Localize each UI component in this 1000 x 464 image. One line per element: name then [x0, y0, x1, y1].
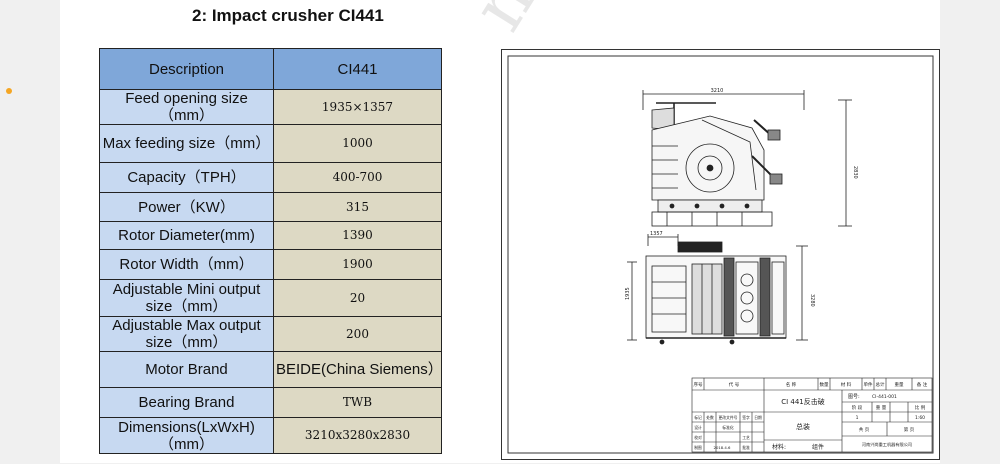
row-sign: 签字 — [742, 415, 750, 420]
spec-label: Rotor Width（mm） — [99, 249, 274, 280]
engineering-drawing: 3210 2830 — [501, 49, 940, 460]
spec-value: 1000 — [273, 124, 442, 163]
spec-table-row: Rotor Width（mm）1900 — [99, 249, 442, 280]
row-standard: 标准化 — [722, 425, 734, 430]
spec-label: Adjustable Max output size（mm） — [99, 316, 274, 352]
weight-label: 重 量 — [876, 404, 887, 411]
header-model: CI441 — [273, 48, 442, 90]
scale-value: 1:60 — [915, 415, 925, 421]
ratio-label: 比 例 — [915, 404, 926, 411]
spec-label: Capacity（TPH） — [99, 162, 274, 193]
spec-value: BEIDE(China Siemens） — [273, 351, 442, 388]
material-value: 组件 — [812, 443, 824, 451]
spec-label: Rotor Diameter(mm) — [99, 221, 274, 250]
dim-plan-right: 3280 — [809, 294, 815, 307]
dim-plan-top: 1357 — [650, 231, 663, 237]
side-elevation-view — [642, 90, 852, 227]
hdr-no: 序号 — [694, 381, 703, 388]
part-name: CI 441反击破 — [781, 397, 825, 406]
header-description: Description — [99, 48, 274, 90]
row-draw: 制图 — [694, 445, 702, 450]
hdr-weight: 重量 — [895, 381, 904, 388]
spec-label: Max feeding size（mm） — [99, 124, 274, 163]
drawing-no-label: 图号: — [848, 394, 860, 400]
row-check: 校对 — [694, 435, 702, 440]
row-design: 设计 — [694, 425, 702, 430]
spec-value: 1390 — [273, 221, 442, 250]
material-label: 材料: — [772, 443, 786, 451]
spec-table-row: Adjustable Mini output size（mm）20 — [99, 279, 442, 317]
spec-table-row: Capacity（TPH）400-700 — [99, 162, 442, 193]
dim-top-width: 3210 — [711, 88, 724, 94]
company-name: 河南兴岗重工机器有限公司 — [862, 441, 912, 448]
hdr-code: 代 号 — [729, 381, 740, 388]
qty-value: 1 — [856, 415, 859, 421]
sheets-total: 共 页 — [859, 426, 870, 433]
title-block-text: 序号 代 号 名 称 数量 材 料 单件 总计 重量 备 注 CI 441反击破… — [694, 381, 928, 451]
row-approve: 批准 — [742, 445, 750, 450]
stage-label: 阶 段 — [852, 404, 863, 411]
assembly-name: 总装 — [796, 422, 810, 431]
spec-value: 20 — [273, 279, 442, 317]
hdr-name: 名 称 — [786, 381, 797, 388]
spec-label: Adjustable Mini output size（mm） — [99, 279, 274, 317]
row-count: 处数 — [706, 415, 714, 420]
spec-table: Description CI441 Feed opening size（mm）1… — [99, 48, 442, 454]
row-change: 更改文件号 — [719, 415, 738, 420]
row-process: 工艺 — [742, 435, 750, 440]
row-mark: 标记 — [694, 415, 702, 420]
title-block — [691, 377, 933, 453]
spec-table-row: Adjustable Max output size（mm）200 — [99, 316, 442, 352]
spec-label: Power（KW） — [99, 192, 274, 222]
hdr-material: 材 料 — [841, 381, 852, 388]
spec-label: Feed opening size（mm） — [99, 89, 274, 125]
spec-table-row: Max feeding size（mm）1000 — [99, 124, 442, 163]
drawing-svg: 3210 2830 — [507, 55, 934, 454]
spec-table-row: Power（KW）315 — [99, 192, 442, 222]
drawing-date: 2018.4.6 — [714, 445, 731, 450]
plan-view — [627, 234, 808, 345]
spec-value: 1900 — [273, 249, 442, 280]
hdr-qty: 数量 — [820, 381, 829, 388]
hdr-total: 总计 — [876, 381, 885, 388]
spec-value: TWB — [273, 387, 442, 418]
page-title: 2: Impact crusher CI441 — [192, 6, 384, 25]
spec-value: 315 — [273, 192, 442, 222]
drawing-inner-border — [507, 55, 934, 454]
dim-plan-left: 1935 — [625, 287, 631, 300]
hdr-remark: 备 注 — [917, 381, 928, 388]
row-date: 日期 — [754, 415, 762, 420]
bullet-dot — [6, 88, 12, 94]
dim-top-height: 2830 — [852, 166, 858, 179]
spec-table-row: Feed opening size（mm）1935×1357 — [99, 89, 442, 125]
drawing-no: CI-441-001 — [872, 394, 897, 400]
spec-value: 200 — [273, 316, 442, 352]
spec-value: 400-700 — [273, 162, 442, 193]
watermark: ng — [455, 0, 582, 45]
spec-table-row: Dimensions(LxWxH)（mm）3210x3280x2830 — [99, 417, 442, 454]
spec-label: Bearing Brand — [99, 387, 274, 418]
spec-table-row: Rotor Diameter(mm)1390 — [99, 221, 442, 250]
spec-label: Motor Brand — [99, 351, 274, 388]
spec-value: 1935×1357 — [273, 89, 442, 125]
hdr-single: 单件 — [864, 381, 873, 388]
document-page: ng 2: Impact crusher CI441 Description C… — [60, 0, 940, 463]
spec-label: Dimensions(LxWxH)（mm） — [99, 417, 274, 454]
sheet-no: 第 页 — [904, 426, 915, 433]
spec-table-header-row: Description CI441 — [99, 48, 442, 90]
spec-value: 3210x3280x2830 — [273, 417, 442, 454]
